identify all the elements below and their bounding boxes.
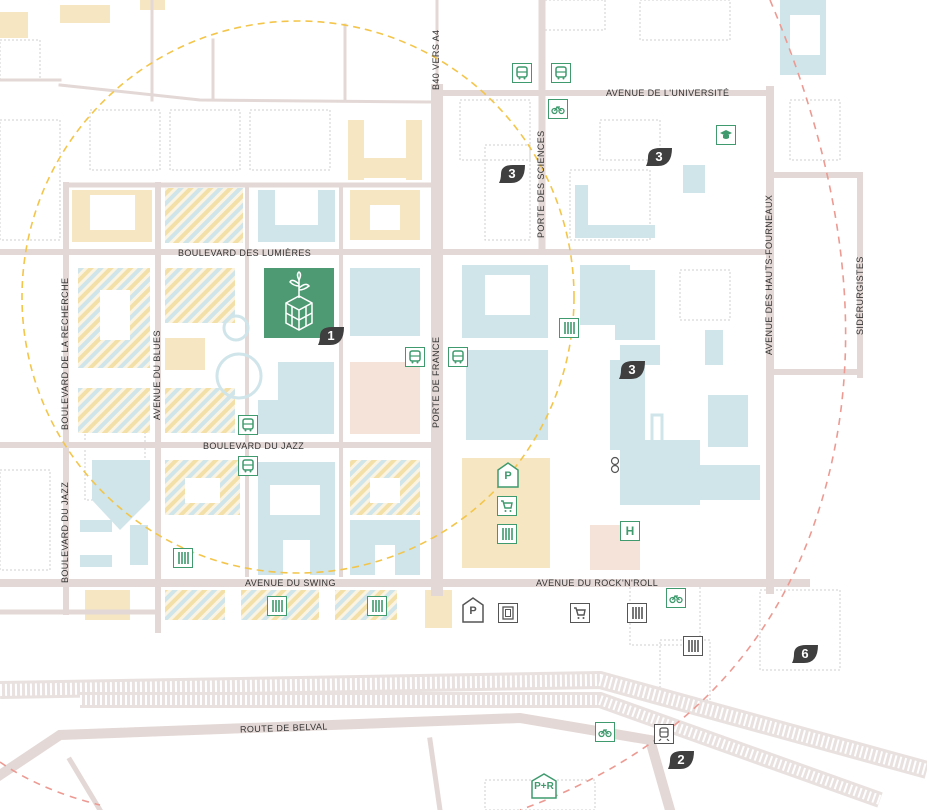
bus-icon[interactable] [238, 415, 258, 435]
graduation-cap-icon[interactable] [716, 125, 736, 145]
location-marker-6[interactable]: 6 [790, 643, 820, 665]
bike-icon[interactable] [548, 99, 568, 119]
railway [0, 670, 927, 808]
location-marker-2[interactable]: 2 [666, 749, 696, 771]
train-icon[interactable] [654, 724, 674, 744]
shopping-cart-icon[interactable] [570, 603, 590, 623]
bus-icon[interactable] [512, 63, 532, 83]
street-porte-sciences: PORTE DES SCIENCES [536, 130, 546, 238]
parking-icon[interactable]: P [497, 462, 519, 488]
street-avenue-blues: AVENUE DU BLUES [152, 330, 162, 420]
street-avenue-rocknroll: AVENUE DU ROCK'N'ROLL [536, 578, 659, 588]
tree-icon [285, 271, 313, 331]
park-and-ride-icon[interactable]: P+R [531, 773, 557, 799]
bus-icon[interactable] [405, 347, 425, 367]
restaurant-icon[interactable] [267, 596, 287, 616]
street-avenue-hauts-fourneaux: AVENUE DES HAUTS-FOURNEAUX [764, 194, 774, 355]
bus-icon[interactable] [238, 456, 258, 476]
bus-icon[interactable] [551, 63, 571, 83]
location-marker-3[interactable]: 3 [497, 163, 527, 185]
restaurant-icon[interactable] [367, 596, 387, 616]
street-b40-vers-a4: B40 VERS A4 [431, 29, 441, 90]
cinema-icon[interactable] [498, 603, 518, 623]
ring-icon [610, 456, 620, 474]
restaurant-icon[interactable] [559, 318, 579, 338]
bike-icon[interactable] [666, 588, 686, 608]
bike-icon[interactable] [595, 722, 615, 742]
street-avenue-swing: AVENUE DU SWING [245, 578, 336, 588]
street-boulevard-lumieres: BOULEVARD DES LUMIÈRES [178, 248, 312, 258]
shopping-cart-icon[interactable] [497, 496, 517, 516]
roads [0, 0, 863, 810]
restaurant-icon[interactable] [683, 636, 703, 656]
street-siderurgistes: SIDÉRURGISTES [855, 256, 865, 335]
hatched-blocks [78, 188, 420, 620]
restaurant-icon[interactable] [627, 603, 647, 623]
street-avenue-universite: AVENUE DE L'UNIVERSITÉ [606, 88, 730, 98]
radius-circle-red [519, 0, 847, 810]
street-boulevard-jazz: BOULEVARD DU JAZZ [203, 441, 305, 451]
restaurant-icon[interactable] [497, 524, 517, 544]
street-porte-france: PORTE DE FRANCE [431, 336, 441, 428]
bus-icon[interactable] [448, 347, 468, 367]
street-boulevard-jazz-vertical: BOULEVARD DU JAZZ [60, 481, 70, 583]
parking-icon[interactable]: P [462, 597, 484, 623]
street-boulevard-recherche: BOULEVARD DE LA RECHERCHE [60, 277, 70, 430]
green-campus-building[interactable] [264, 268, 334, 338]
location-marker-1[interactable]: 1 [316, 325, 346, 347]
radius-circle-yellow [21, 20, 575, 574]
hospital-icon[interactable]: H [620, 521, 640, 541]
location-marker-3[interactable]: 3 [617, 359, 647, 381]
location-marker-3[interactable]: 3 [644, 146, 674, 168]
restaurant-icon[interactable] [173, 548, 193, 568]
